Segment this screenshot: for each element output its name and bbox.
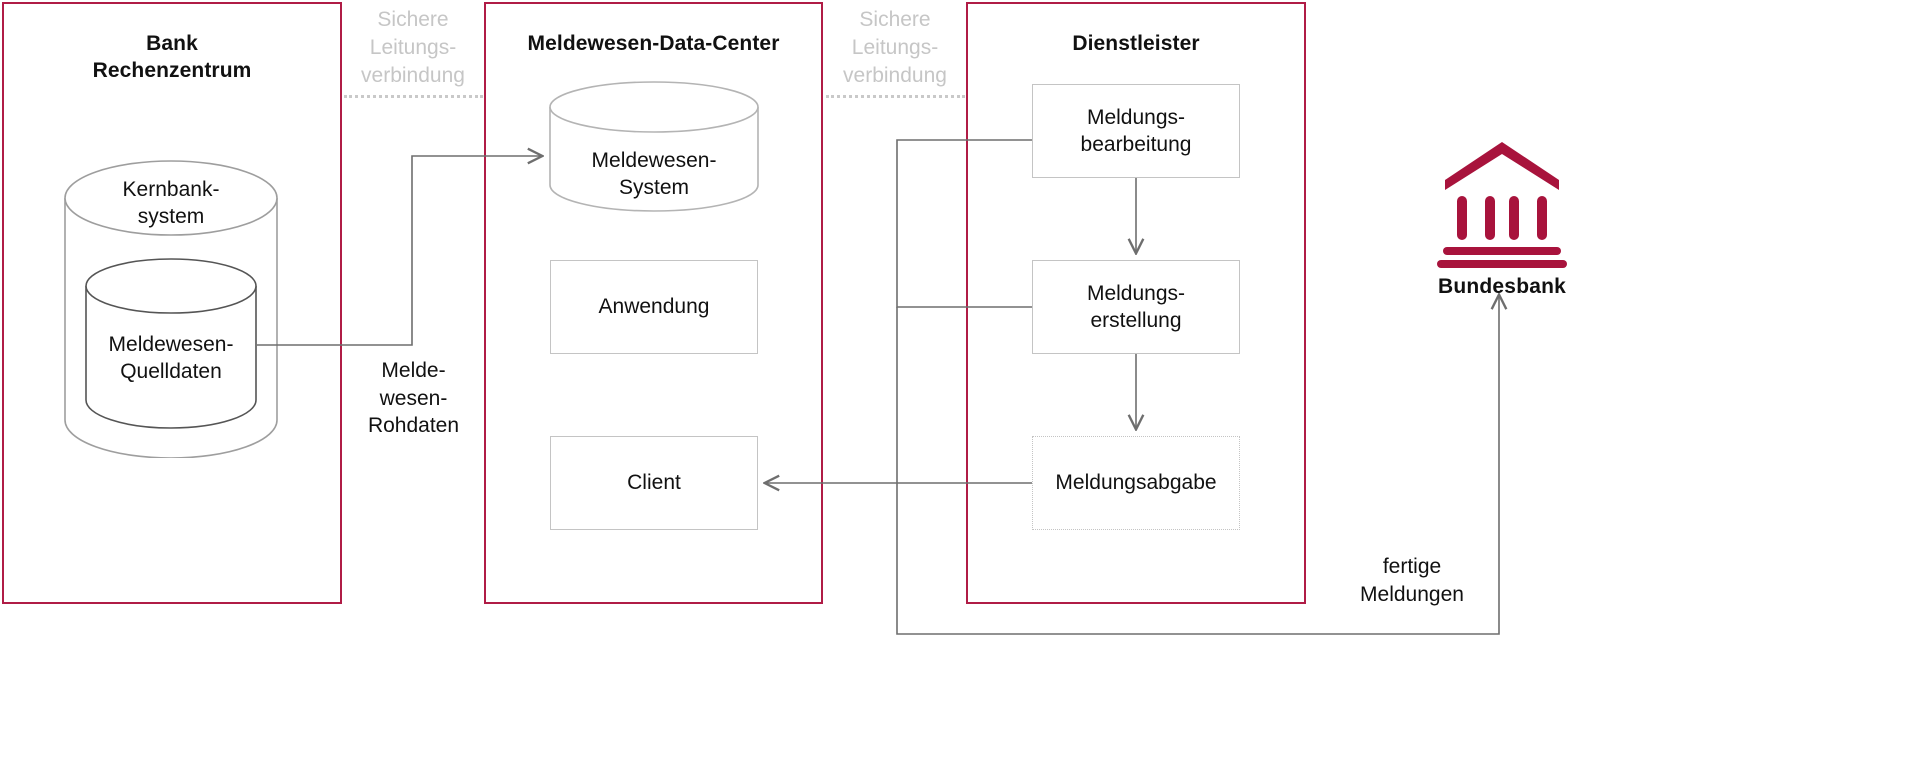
- zone-title-dienstleister-line1: Dienstleister: [1072, 32, 1200, 55]
- edge-label-fertige-meldungen: fertige Meldungen: [1330, 553, 1494, 608]
- fertige-line1: fertige: [1382, 555, 1442, 578]
- zone-title-data-center: Meldewesen-Data-Center: [484, 31, 823, 58]
- box-anwendung-label: Anwendung: [598, 295, 710, 319]
- box-client-label: Client: [627, 471, 681, 495]
- edge-label-meldewesen-rohdaten: Melde- wesen- Rohdaten: [344, 357, 483, 440]
- zone-title-bank: Bank Rechenzentrum: [2, 31, 342, 85]
- rohdaten-line2: wesen-: [379, 386, 448, 410]
- fertige-line2: Meldungen: [1360, 582, 1464, 606]
- meldewesen-system-line2: System: [618, 176, 689, 200]
- box-meldungsabgabe[interactable]: Meldungsabgabe: [1032, 436, 1240, 530]
- rohdaten-line1: Melde-: [381, 359, 446, 382]
- kernbanksystem-line2: system: [137, 205, 205, 229]
- bundesbank-label: Bundesbank: [1437, 275, 1567, 298]
- zone-title-dienstleister: Dienstleister: [966, 31, 1306, 58]
- secure-link-right-line1: Sichere: [859, 8, 931, 31]
- zone-title-bank-line1: Bank: [146, 32, 198, 55]
- quelldaten-line2: Quelldaten: [120, 360, 222, 384]
- zone-title-bank-line2: Rechenzentrum: [92, 58, 252, 82]
- quelldaten-line1: Meldewesen-: [108, 333, 234, 356]
- secure-link-left: Sichere Leitungs- verbindung: [344, 6, 482, 90]
- cylinder-kernbanksystem-label: Kernbank- system: [64, 176, 278, 231]
- secure-link-right-line3: verbindung: [843, 63, 947, 87]
- meldungsbearbeitung-line2: bearbeitung: [1080, 133, 1192, 156]
- cylinder-meldewesen-quelldaten[interactable]: Meldewesen- Quelldaten: [85, 258, 257, 430]
- secure-link-left-line1: Sichere: [377, 8, 449, 31]
- secure-link-left-divider: [344, 95, 483, 98]
- meldungserstellung-line1: Meldungs-: [1086, 281, 1186, 305]
- wire-quelldaten-to-meldewesen-system: [257, 156, 541, 346]
- box-anwendung[interactable]: Anwendung: [550, 260, 758, 354]
- meldungsbearbeitung-line1: Meldungs-: [1086, 105, 1186, 129]
- bank-base-bars-icon: [1437, 247, 1567, 268]
- box-meldungsbearbeitung[interactable]: Meldungs- bearbeitung: [1032, 84, 1240, 178]
- bundesbank-logo-block: Bundesbank: [1420, 136, 1584, 299]
- zone-dienstleister: [966, 2, 1306, 604]
- zone-meldewesen-data-center: [484, 2, 823, 604]
- zone-title-data-center-line1: Meldewesen-Data-Center: [527, 32, 780, 55]
- bank-building-icon: [1445, 142, 1559, 240]
- cylinder-meldewesen-system[interactable]: Meldewesen- System: [549, 81, 759, 212]
- wire-bearbeitung-bus: [896, 139, 1032, 308]
- meldungsabgabe-label: Meldungsabgabe: [1055, 471, 1217, 495]
- secure-link-right-divider: [826, 95, 965, 98]
- meldungserstellung-line2: erstellung: [1090, 309, 1182, 332]
- zone-bank-rechenzentrum: [2, 2, 342, 604]
- wire-dienstleister-to-bundesbank: [896, 296, 1499, 635]
- rohdaten-line3: Rohdaten: [367, 414, 460, 438]
- kernbanksystem-line1: Kernbank-: [122, 178, 220, 201]
- secure-link-left-line2: Leitungs-: [369, 35, 457, 59]
- secure-link-left-line3: verbindung: [361, 63, 465, 87]
- meldewesen-system-line1: Meldewesen-: [591, 149, 717, 172]
- box-client[interactable]: Client: [550, 436, 758, 530]
- secure-link-right: Sichere Leitungs- verbindung: [826, 6, 964, 90]
- box-meldungserstellung[interactable]: Meldungs- erstellung: [1032, 260, 1240, 354]
- secure-link-right-line2: Leitungs-: [851, 35, 939, 59]
- cylinder-meldewesen-quelldaten-label: Meldewesen- Quelldaten: [85, 331, 257, 386]
- cylinder-meldewesen-system-label: Meldewesen- System: [549, 147, 759, 202]
